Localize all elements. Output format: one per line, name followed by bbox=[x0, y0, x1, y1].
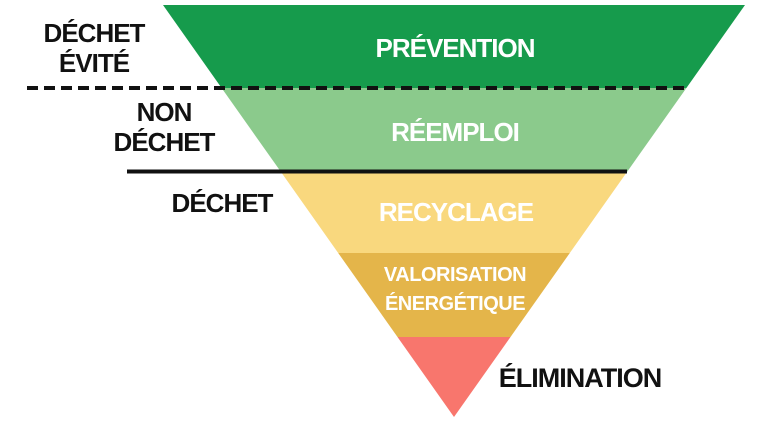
level-label-line: RÉEMPLOI bbox=[391, 117, 520, 147]
side-label-line: ÉVITÉ bbox=[58, 48, 130, 78]
pyramid-segment-recyclage bbox=[281, 172, 627, 253]
side-label-line: DÉCHET bbox=[43, 18, 146, 48]
level-label-reemploi: RÉEMPLOI bbox=[391, 117, 520, 147]
level-label-line: PRÉVENTION bbox=[375, 33, 535, 63]
level-label-line: ÉNERGÉTIQUE bbox=[384, 293, 526, 315]
side-label-dechet: DÉCHET bbox=[171, 188, 274, 218]
level-label-line: ÉLIMINATION bbox=[498, 363, 662, 393]
pyramid-segment-reemploi bbox=[221, 88, 687, 172]
level-label-line: RECYCLAGE bbox=[378, 197, 534, 227]
side-label-line: DÉCHET bbox=[113, 127, 216, 157]
level-label-valorisation-energetique: VALORISATION ÉNERGÉTIQUE bbox=[383, 261, 527, 319]
side-label-non-dechet: NON DÉCHET bbox=[113, 97, 216, 157]
level-label-prevention: PRÉVENTION bbox=[375, 33, 535, 63]
level-label-line: VALORISATION bbox=[383, 264, 527, 286]
side-label-line: NON bbox=[136, 97, 193, 127]
pyramid-segment-prevention bbox=[163, 5, 745, 88]
pyramid-segment-elimination bbox=[397, 337, 511, 417]
side-label-line: DÉCHET bbox=[171, 188, 274, 218]
level-label-recyclage: RECYCLAGE bbox=[378, 197, 534, 227]
pyramid-segment-valorisation-energetique bbox=[338, 253, 570, 337]
side-label-dechet-evite: DÉCHET ÉVITÉ bbox=[43, 18, 146, 78]
level-label-elimination: ÉLIMINATION bbox=[498, 363, 662, 393]
